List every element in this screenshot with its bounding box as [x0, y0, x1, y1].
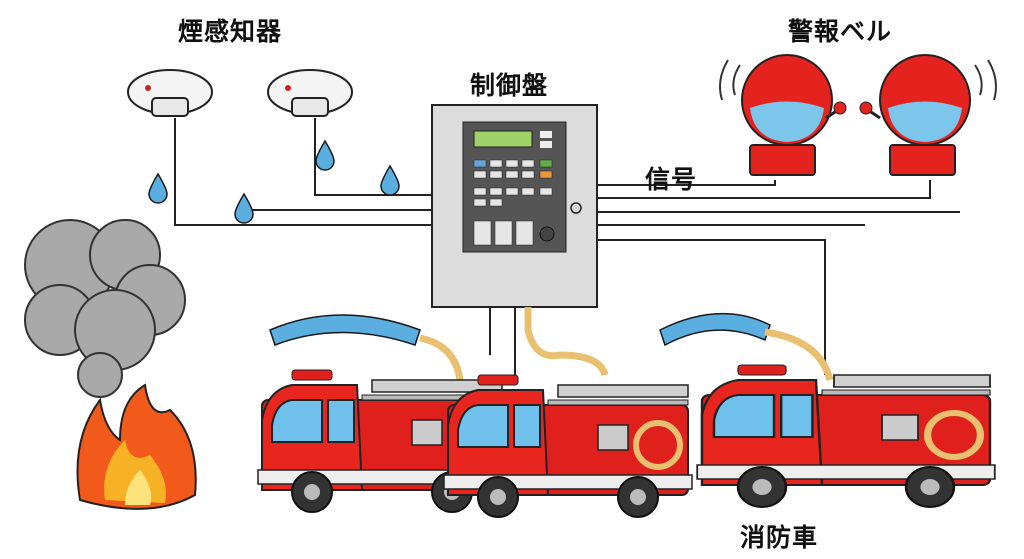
smoke-detector-2 — [267, 69, 353, 117]
water-spray — [269, 312, 771, 347]
alarm-bell-label: 警報ベル — [788, 17, 893, 46]
fire-truck-label: 消防車 — [740, 523, 819, 552]
control-panel-label: 制御盤 — [470, 71, 549, 100]
hose — [419, 334, 464, 381]
hose — [764, 328, 834, 381]
fire-truck-3 — [697, 365, 995, 507]
alarm-bell-1 — [719, 54, 847, 176]
signal-label: 信号 — [645, 165, 698, 194]
smoke-detector-label: 煙感知器 — [178, 17, 283, 46]
smoke-cloud — [24, 219, 186, 398]
alarm-bell-2 — [859, 54, 997, 176]
fire-truck-2 — [444, 375, 692, 517]
smoke-detector-1 — [127, 69, 213, 117]
signal-wires — [174, 118, 960, 380]
control-panel — [431, 104, 609, 377]
fire-icon — [76, 383, 197, 510]
